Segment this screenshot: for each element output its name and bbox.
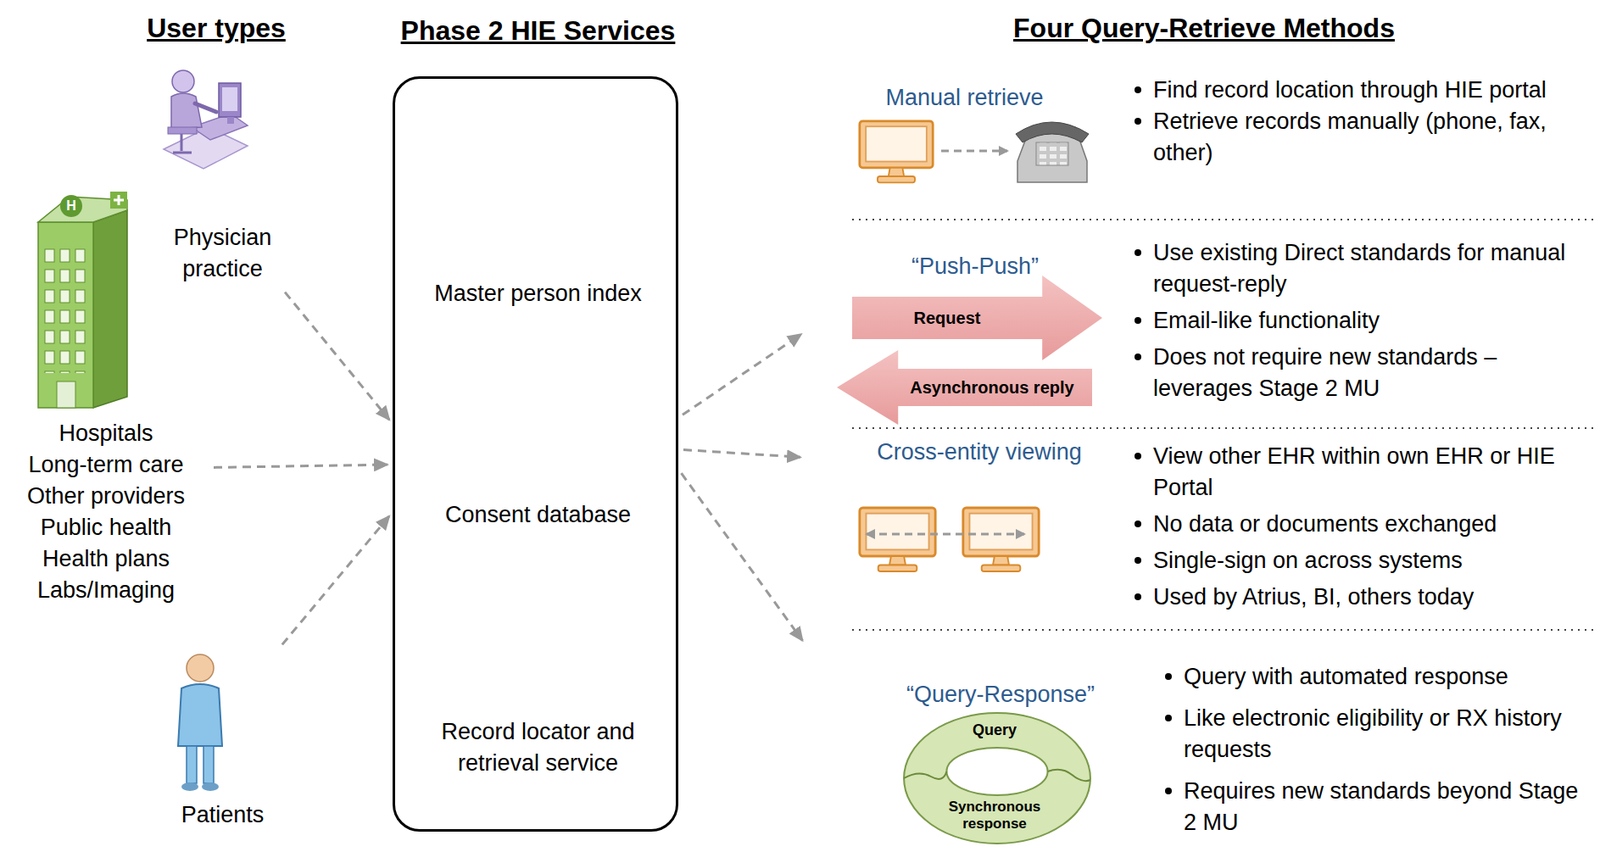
separator (852, 219, 1595, 630)
hospital-icon (38, 191, 128, 408)
bullet-dot (1165, 714, 1172, 722)
monitor-icon (963, 507, 1039, 572)
connector (682, 334, 802, 415)
node-title: Phase 2 HIE Services (395, 16, 681, 45)
node-title: Patients (165, 799, 280, 831)
node-title: Master person index (407, 278, 669, 310)
bullet-dot (1134, 520, 1142, 528)
column-heading: User types (131, 13, 302, 43)
bullet-dot (1134, 557, 1142, 564)
dashed-arrow (941, 150, 1008, 153)
monitor-icon (859, 507, 936, 572)
node-text: Synchronous response (935, 798, 1054, 833)
service-item: Record locator and retrieval service (407, 553, 674, 783)
node-title: Record locator and retrieval service (407, 716, 669, 780)
request-arrow: Request (852, 275, 1103, 361)
bullet-dot (1165, 673, 1172, 681)
bullet-dot (1134, 593, 1142, 601)
bullet-text: Retrieve records manually (phone, fax, o… (1153, 105, 1590, 169)
bullet-dot (1134, 452, 1142, 460)
node-title: “Push-Push” (873, 250, 1077, 283)
connector (282, 516, 390, 646)
bullet-text: Requires new standards beyond Stage 2 MU (1183, 775, 1595, 839)
method-band: Cross-entity viewing View other EHR withi… (805, 432, 1595, 626)
bullet-text: Query with automated response (1183, 661, 1595, 693)
bullet-text: No data or documents exchanged (1153, 508, 1590, 541)
node-title: Request (852, 307, 1043, 329)
bullet-dot (1134, 86, 1142, 94)
bullet-dot (1134, 317, 1142, 324)
node-title: Cross-entity viewing (852, 436, 1107, 469)
node-title: Query (901, 720, 1088, 740)
bullet-text: Find record location through HIE portal (1153, 74, 1590, 106)
bullet-dot (1134, 117, 1142, 125)
node-text: Long-term care (8, 449, 204, 481)
bullet-text: Email-like functionality (1153, 305, 1590, 337)
node-title: “Query-Response” (890, 679, 1111, 711)
reply-arrow: Asynchronous reply (836, 350, 1093, 425)
node-title: Manual retrieve (856, 82, 1073, 114)
bullet-dot (1165, 787, 1172, 795)
bullet-text: Like electronic eligibility or RX histor… (1183, 702, 1595, 766)
connector (681, 473, 803, 642)
patient-icon (178, 654, 223, 792)
user-type: Physician practice (156, 50, 289, 289)
bullet-text: Does not require new standards – leverag… (1153, 341, 1590, 405)
service-item: Consent database (407, 345, 674, 550)
node-text: Labs/Imaging (8, 574, 204, 607)
node-text: Other providers (8, 480, 204, 513)
helipad-letter: H (62, 196, 80, 216)
method-band: Manual retrieve Find record location thro… (805, 52, 1595, 214)
connector (213, 464, 388, 468)
node-text: Health plans (8, 543, 204, 575)
bullet-text: Use existing Direct standards for manual… (1153, 237, 1590, 301)
node-title: Physician practice (161, 222, 285, 285)
bullet-dot (1134, 353, 1142, 361)
node-title: Hospitals (8, 418, 204, 450)
bullet-text: Used by Atrius, BI, others today (1153, 581, 1590, 614)
monitor-icon (859, 121, 933, 184)
node-title: Consent database (407, 499, 669, 531)
node-title: Asynchronous reply (897, 377, 1088, 398)
bullet-text: View other EHR within own EHR or HIE Por… (1153, 440, 1590, 504)
service-item: Master person index (407, 91, 674, 315)
connector (683, 450, 801, 458)
query-ring: QuerySynchronous response (901, 710, 1093, 845)
bullet-dot (1134, 249, 1142, 257)
method-band: “Query-Response” Query with automated res… (805, 634, 1600, 848)
method-band: “Push-Push” Use existing Direct standards… (805, 224, 1595, 430)
node-text: Public health (8, 512, 204, 544)
bullet-text: Single-sign on across systems (1153, 545, 1590, 577)
column-heading: Four Query-Retrieve Methods (949, 13, 1459, 43)
connector (284, 292, 390, 421)
phone-icon (1015, 122, 1089, 183)
dashed-arrow (866, 533, 1025, 536)
physician-icon (163, 70, 248, 169)
user-type: Patients (165, 648, 285, 836)
user-type: HospitalsLong-term careOther providersPu… (8, 186, 209, 619)
service-group: Phase 2 HIE ServicesMaster person indexC… (392, 76, 679, 832)
